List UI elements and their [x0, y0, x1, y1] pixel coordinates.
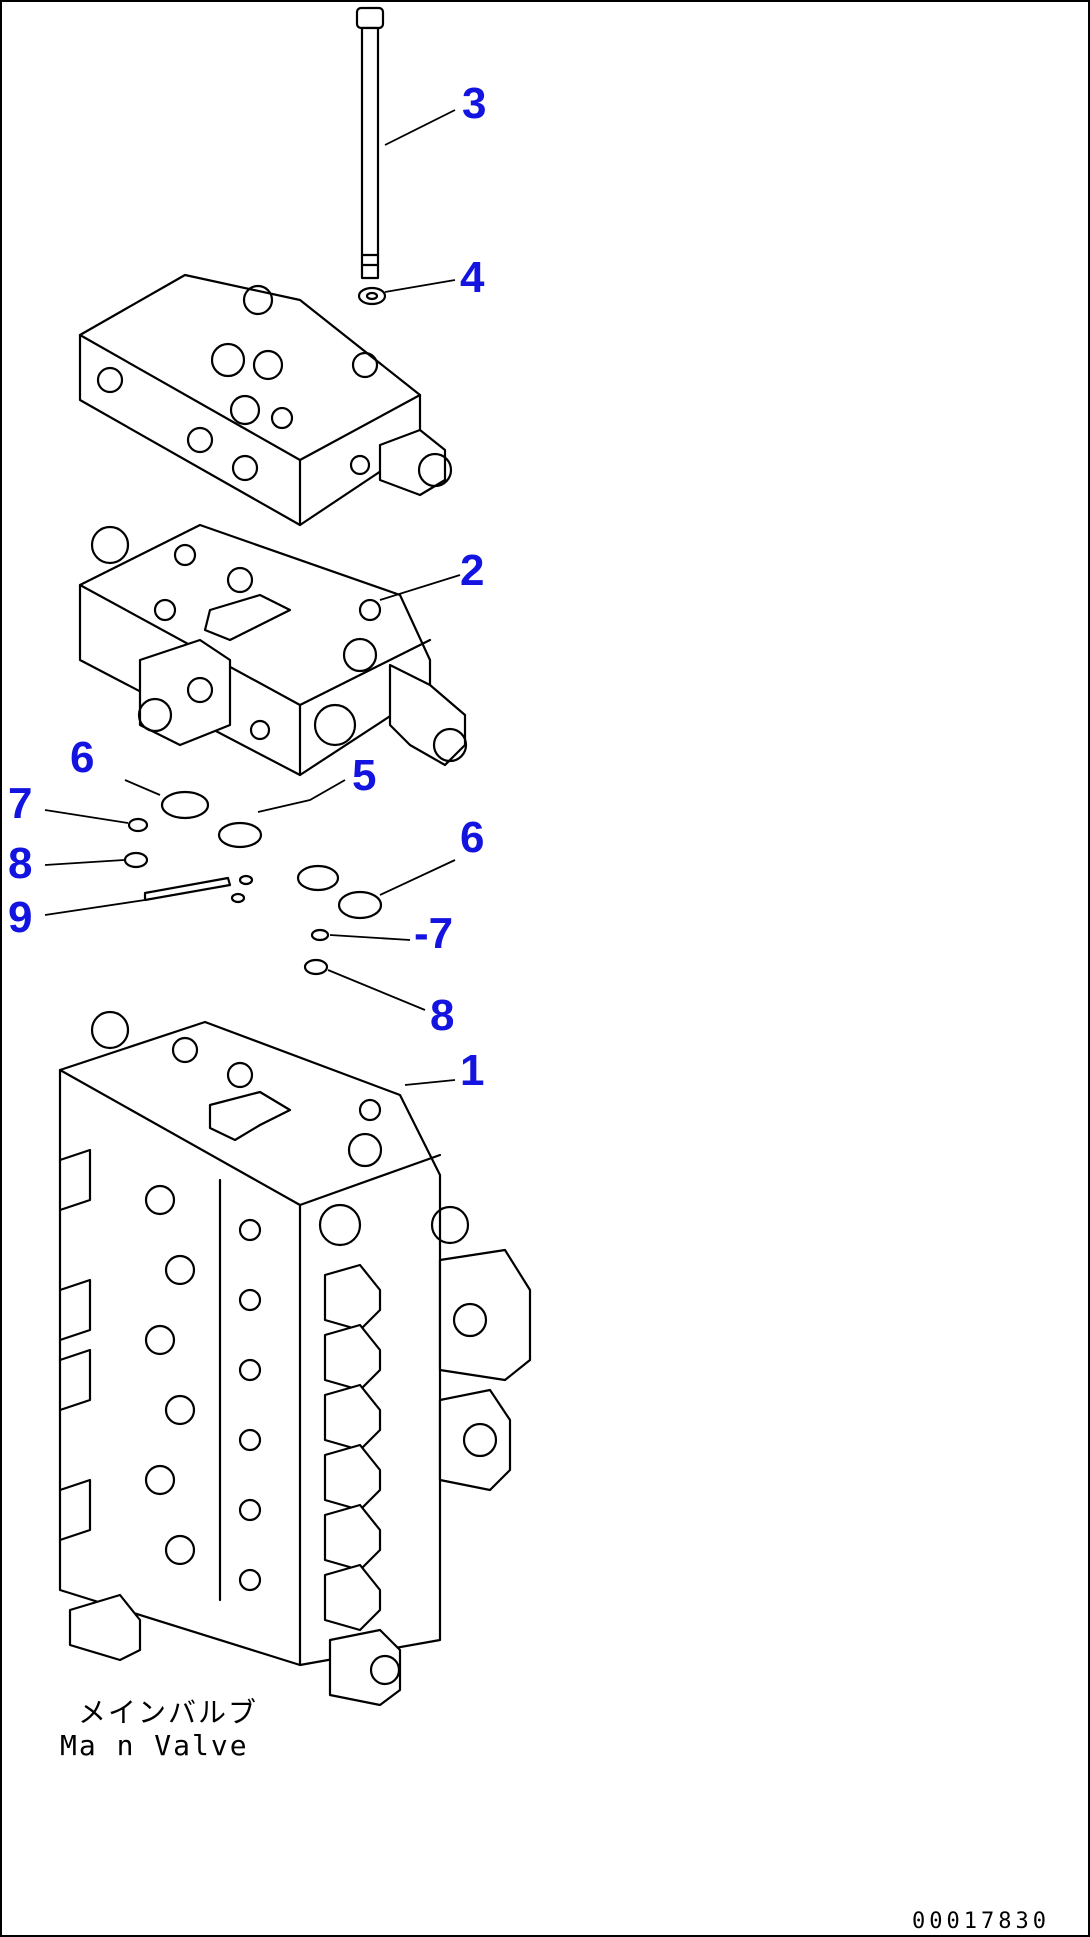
callout-3: 3 — [462, 79, 486, 128]
part-2-valve-section — [78, 523, 468, 777]
callout-8b: 8 — [430, 991, 454, 1040]
callout-2: 2 — [460, 546, 484, 595]
caption-japanese: メインバルブ — [78, 1696, 258, 1729]
part-6-oring — [337, 890, 383, 920]
callout-1: 1 — [460, 1046, 484, 1095]
callout-8: 8 — [8, 839, 32, 888]
part-8-ring — [303, 958, 329, 976]
callout-6b: 6 — [460, 813, 484, 862]
part-9-pin — [230, 892, 246, 904]
callout-9: 9 — [8, 893, 32, 942]
part-number: 00017830 — [912, 1909, 1050, 1934]
part-4-washer — [357, 286, 387, 306]
callout-5: 5 — [352, 751, 376, 800]
part-3-bolt — [355, 6, 385, 280]
seal-parts — [123, 790, 383, 976]
part-6-oring — [160, 790, 210, 820]
leader-lines — [44, 109, 461, 1086]
caption-english: Ma n Valve — [60, 1729, 249, 1762]
part-7-ring — [310, 928, 330, 942]
part-8-ring — [123, 851, 149, 869]
callouts: 3 4 2 6 5 7 8 9 6 -7 8 1 — [8, 79, 486, 1095]
part-1-main-valve — [58, 1010, 532, 1707]
callout-7b: -7 — [414, 909, 453, 958]
part-9-pin — [238, 874, 254, 886]
callout-4: 4 — [460, 253, 485, 302]
part-7-ring — [127, 817, 149, 833]
callout-7: 7 — [8, 779, 32, 828]
part-5-oring — [296, 864, 340, 892]
top-valve-section — [78, 273, 453, 527]
part-9-pin — [143, 876, 232, 902]
callout-6: 6 — [70, 733, 94, 782]
part-5-oring — [217, 821, 263, 849]
